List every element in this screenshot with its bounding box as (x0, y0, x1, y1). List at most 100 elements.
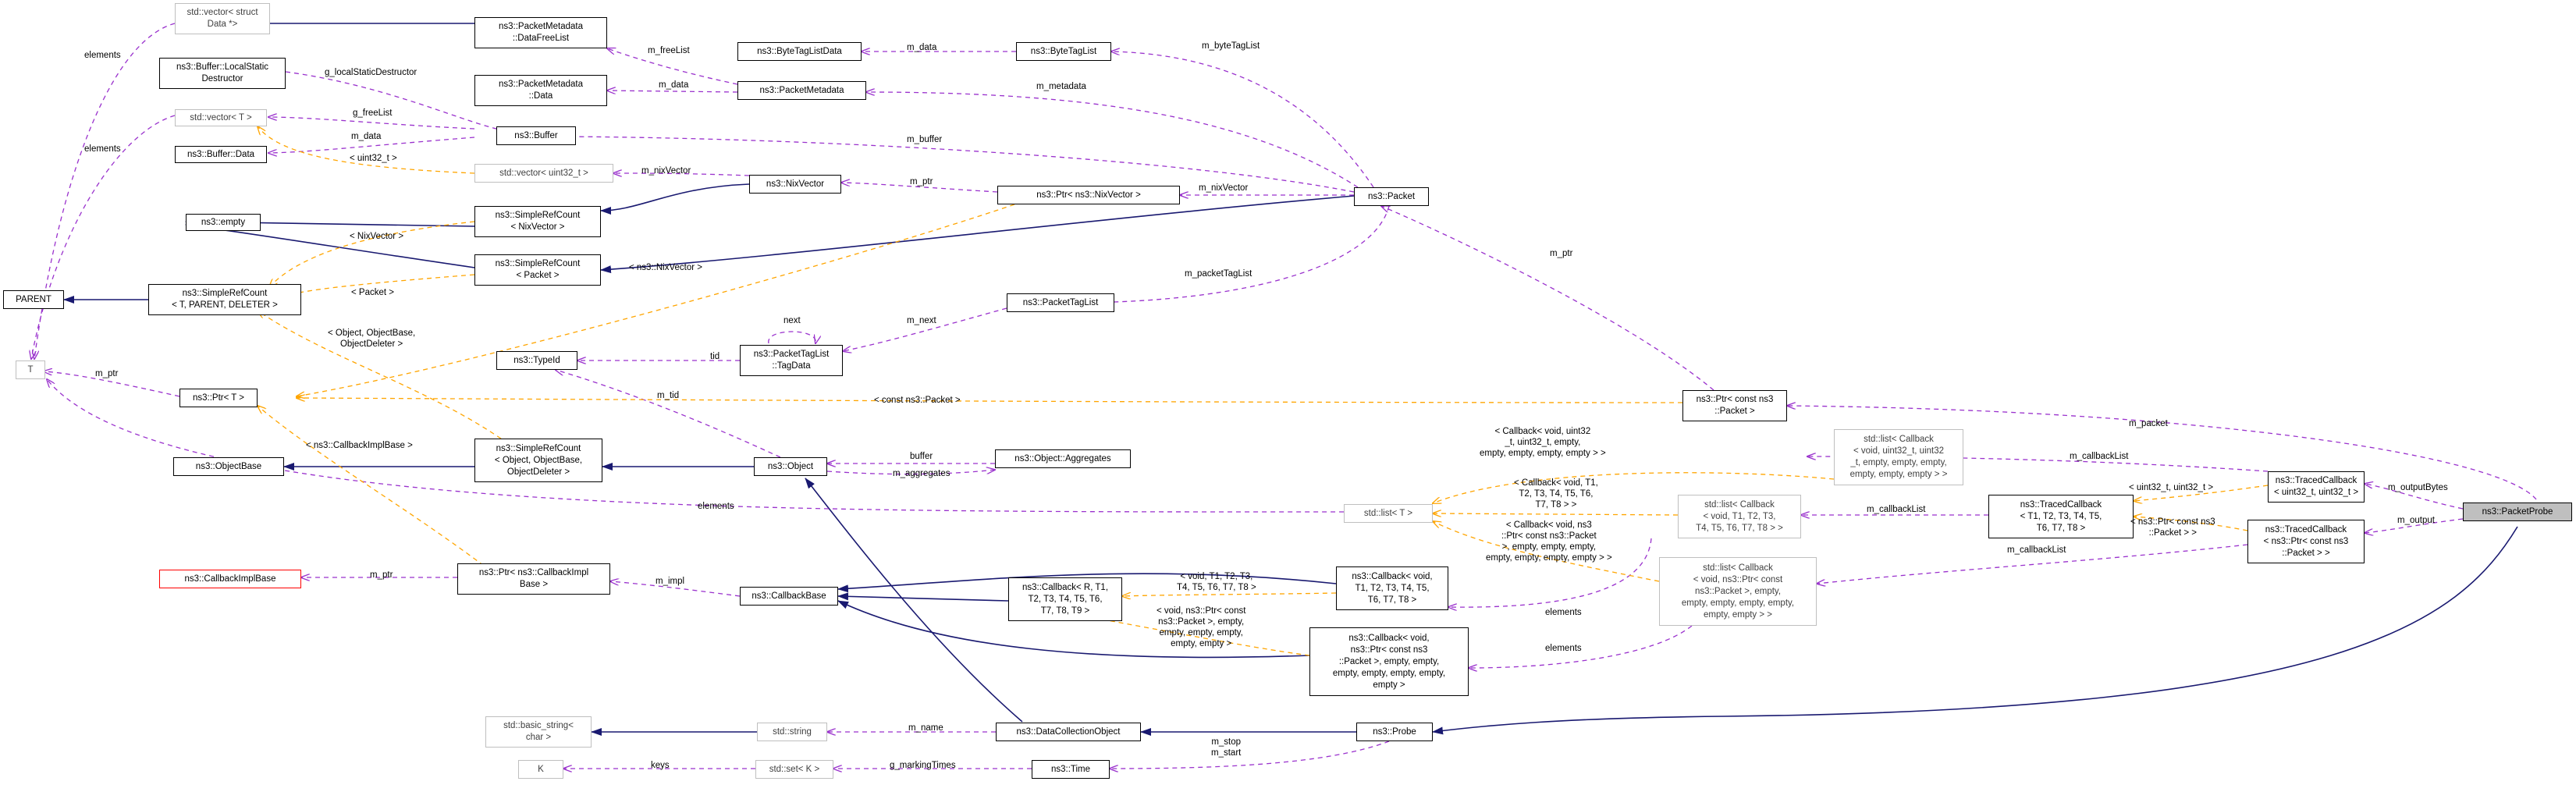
node-object[interactable]: ns3::Object (754, 457, 827, 476)
label-m-name: m_name (908, 723, 943, 733)
node-packetmetadata-datafreelist[interactable]: ns3::PacketMetadata ::DataFreeList (474, 17, 607, 48)
node-list-callback-packet[interactable]: std::list< Callback < void, ns3::Ptr< co… (1659, 557, 1817, 626)
node-list-callback-T[interactable]: std::list< Callback < void, T1, T2, T3, … (1678, 495, 1801, 538)
edge-listu32-listT (1433, 472, 1835, 503)
edge-tcu32-tcT (2134, 485, 2269, 501)
node-object-aggregates[interactable]: ns3::Object::Aggregates (995, 449, 1131, 468)
node-vector-data[interactable]: std::vector< struct Data *> (175, 3, 270, 34)
node-vector-T[interactable]: std::vector< T > (175, 109, 267, 126)
node-K[interactable]: K (518, 760, 563, 779)
node-callbackbase[interactable]: ns3::CallbackBase (740, 587, 838, 606)
node-ptr-nixvector[interactable]: ns3::Ptr< ns3::NixVector > (997, 186, 1180, 204)
node-tracedcallback-T[interactable]: ns3::TracedCallback < T1, T2, T3, T4, T5… (1988, 495, 2134, 538)
edge-tcpacket-listcbp (1817, 544, 2248, 584)
node-tracedcallback-packet[interactable]: ns3::TracedCallback < ns3::Ptr< const ns… (2247, 520, 2365, 563)
node-packetmetadata-data[interactable]: ns3::PacketMetadata ::Data (474, 75, 607, 106)
edge-packet-buffer (543, 137, 1355, 193)
node-packetprobe[interactable]: ns3::PacketProbe (2463, 503, 2572, 521)
label-callbackimplbase-template: < ns3::CallbackImplBase > (306, 441, 413, 450)
node-list-callback-uint32[interactable]: std::list< Callback < void, uint32_t, ui… (1834, 429, 1963, 485)
node-probe[interactable]: ns3::Probe (1356, 723, 1433, 741)
template-edges (258, 126, 2269, 656)
node-callback-R[interactable]: ns3::Callback< R, T1, T2, T3, T4, T5, T6… (1008, 577, 1122, 621)
node-simplerefcount-object[interactable]: ns3::SimpleRefCount < Object, ObjectBase… (474, 439, 602, 482)
node-simplerefcount-T[interactable]: ns3::SimpleRefCount < T, PARENT, DELETER… (148, 284, 301, 315)
node-callbackimplbase[interactable]: ns3::CallbackImplBase (159, 570, 301, 588)
node-bytetaglist[interactable]: ns3::ByteTagList (1016, 42, 1111, 61)
node-vector-uint32[interactable]: std::vector< uint32_t > (474, 164, 613, 183)
node-buffer[interactable]: ns3::Buffer (496, 126, 576, 145)
edge-tcpacket-tcT (2134, 517, 2248, 531)
node-basic-string[interactable]: std::basic_string< char > (485, 716, 592, 748)
edge-cbr-cbpacket (1077, 615, 1310, 656)
edge-nix-vec (613, 173, 750, 176)
edge-ptl-tagdata (843, 307, 1007, 351)
label-g-localstaticdestructor: g_localStaticDestructor (325, 68, 417, 77)
label-tc-packet-template: < ns3::Ptr< const ns3 ::Packet > > (2130, 517, 2215, 538)
node-tracedcallback-uint32[interactable]: ns3::TracedCallback < uint32_t, uint32_t… (2268, 471, 2365, 503)
node-set-K[interactable]: std::set< K > (755, 760, 833, 779)
node-nixvector[interactable]: ns3::NixVector (749, 175, 841, 194)
node-ptr-callbackimplbase[interactable]: ns3::Ptr< ns3::CallbackImpl Base > (457, 563, 610, 595)
edge-ptrnix-nix (841, 183, 998, 193)
label-m-packet: m_packet (2129, 419, 2168, 428)
label-elements: elements (698, 502, 734, 511)
label-list-callback-T-template: < Callback< void, T1, T2, T3, T4, T5, T6… (1514, 478, 1598, 510)
node-T[interactable]: T (16, 360, 45, 379)
label-elements: elements (84, 144, 121, 154)
edge-buffer-bd (268, 137, 475, 153)
edge-ptrcib-ptrT (258, 406, 485, 566)
edge-buffer-vt (268, 117, 475, 130)
node-empty[interactable]: ns3::empty (186, 214, 261, 231)
edge-cbr-cbbase (837, 592, 1009, 602)
edge-listcbp-listT (1433, 521, 1660, 582)
node-parent[interactable]: PARENT (3, 290, 64, 309)
label-m-output: m_output (2397, 516, 2435, 525)
label-nixvector-template: < NixVector > (350, 232, 404, 241)
node-packettaglist-tagdata[interactable]: ns3::PacketTagList ::TagData (740, 345, 843, 376)
node-packetmetadata[interactable]: ns3::PacketMetadata (737, 81, 866, 100)
node-typeid[interactable]: ns3::TypeId (496, 351, 577, 370)
label-uint32-template: < uint32_t > (350, 154, 397, 163)
node-ptr-T[interactable]: ns3::Ptr< T > (179, 389, 258, 407)
label-packet-template: < Packet > (351, 288, 394, 297)
edge-list-T (47, 379, 1345, 513)
node-bytetaglistdata[interactable]: ns3::ByteTagListData (737, 42, 862, 61)
label-m-bytetaglist: m_byteTagList (1202, 41, 1260, 51)
edge-dfl-pm (607, 48, 738, 85)
node-packet[interactable]: ns3::Packet (1354, 187, 1429, 206)
edge-probe-time (1110, 741, 1390, 769)
label-tc-uint32-template: < uint32_t, uint32_t > (2129, 483, 2214, 492)
node-objectbase[interactable]: ns3::ObjectBase (173, 457, 284, 476)
edge-pmdata-pm (607, 91, 738, 92)
label-m-nixvector: m_nixVector (1199, 183, 1249, 193)
label-m-callbacklist: m_callbackList (2007, 545, 2066, 555)
label-m-nixvector: m_nixVector (641, 166, 691, 176)
label-m-data: m_data (659, 80, 689, 90)
edge-tagdata-self (768, 331, 816, 343)
edge-pp-pcp (1787, 406, 2537, 500)
edge-listcbp-cbpacket (1469, 625, 1693, 668)
label-m-ptr: m_ptr (370, 570, 393, 580)
label-tid: tid (710, 352, 720, 361)
edge-vt-T (31, 115, 176, 359)
edge-dco-object (805, 478, 1023, 723)
label-m-outputbytes: m_outputBytes (2388, 483, 2448, 492)
node-ptr-const-packet[interactable]: ns3::Ptr< const ns3 ::Packet > (1682, 390, 1787, 421)
label-m-data: m_data (907, 43, 937, 52)
label-list-uint32-template: < Callback< void, uint32 _t, uint32_t, e… (1480, 427, 1606, 458)
label-m-aggregates: m_aggregates (893, 469, 950, 478)
node-datacollectionobject[interactable]: ns3::DataCollectionObject (996, 723, 1141, 741)
node-buffer-data[interactable]: ns3::Buffer::Data (175, 146, 267, 163)
node-callback-void[interactable]: ns3::Callback< void, T1, T2, T3, T4, T5,… (1336, 566, 1448, 610)
node-buffer-local-static-destructor[interactable]: ns3::Buffer::LocalStatic Destructor (159, 58, 286, 89)
node-simplerefcount-packet[interactable]: ns3::SimpleRefCount < Packet > (474, 254, 601, 286)
label-object-template: < Object, ObjectBase, ObjectDeleter > (328, 329, 416, 349)
node-simplerefcount-nixvector[interactable]: ns3::SimpleRefCount < NixVector > (474, 206, 601, 237)
node-callback-packet[interactable]: ns3::Callback< void, ns3::Ptr< const ns3… (1309, 627, 1469, 696)
node-std-string[interactable]: std::string (757, 723, 827, 741)
node-packettaglist[interactable]: ns3::PacketTagList (1007, 293, 1114, 312)
node-list-T[interactable]: std::list< T > (1344, 504, 1433, 523)
label-elements: elements (1545, 608, 1582, 617)
node-time[interactable]: ns3::Time (1032, 760, 1110, 779)
